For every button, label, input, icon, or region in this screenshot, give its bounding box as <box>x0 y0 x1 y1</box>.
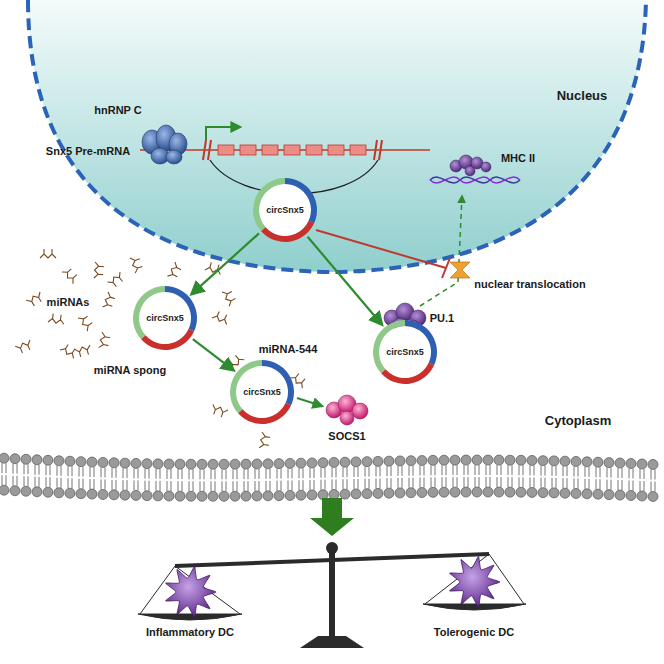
mirna-strand <box>60 342 78 358</box>
part-label: nuclear translocation <box>474 278 585 290</box>
nuclear-pore-channel <box>450 262 470 278</box>
mhc-ii-dna <box>430 177 520 183</box>
part-label: miRNAs <box>47 296 90 308</box>
mirna-strand <box>99 332 111 350</box>
part-label: miRNA-544 <box>259 343 318 355</box>
bound-mirna <box>210 405 228 419</box>
mirna-strand <box>62 266 79 284</box>
nuclear-envelope <box>28 0 646 272</box>
hnrnp-c-protein <box>142 125 187 164</box>
exons <box>218 145 366 155</box>
circrna-circle: circSnx5 <box>372 319 438 385</box>
bound-mirna <box>259 432 271 449</box>
region-label: Nucleus <box>557 88 608 103</box>
part-label: hnRNP C <box>94 104 141 116</box>
cell-membrane <box>0 453 658 501</box>
part-label: MHC II <box>501 152 535 164</box>
mirna-strand <box>78 313 95 331</box>
green-arrow <box>308 237 382 325</box>
circrna-circle: circSnx5 <box>229 359 295 425</box>
socs1-protein <box>326 395 368 425</box>
mirna-strand <box>212 310 230 325</box>
circrna-circle: circSnx5 <box>132 285 198 351</box>
circrna-name: circSnx5 <box>372 319 438 385</box>
mirna-strand <box>26 292 44 308</box>
circrna-name: circSnx5 <box>252 177 318 243</box>
region-label: Cytoplasm <box>545 413 611 428</box>
socs1-arrow <box>297 398 322 406</box>
translocation-dashed-arrow <box>420 196 462 306</box>
green-arrow <box>193 339 234 370</box>
green-arrow <box>192 233 259 294</box>
mirna-strand <box>108 272 126 289</box>
part-label: Snx5 Pre-mRNA <box>46 145 130 157</box>
transcription-arrow <box>206 127 240 140</box>
circrna-name: circSnx5 <box>132 285 198 351</box>
part-label: PU.1 <box>430 312 454 324</box>
part-label: miRNA spong <box>94 364 166 376</box>
dendritic-cell <box>166 566 216 617</box>
mirna-strand <box>103 292 117 310</box>
nucleus-region <box>28 0 646 272</box>
mirna-strand <box>94 262 104 279</box>
mirna-strand <box>130 255 144 273</box>
mirna-strand <box>222 288 237 306</box>
mhc-ii-transcription-factors <box>450 155 491 176</box>
circrna-name: circSnx5 <box>229 359 295 425</box>
outcome-arrow <box>310 498 354 536</box>
mirna-strand <box>75 345 93 358</box>
part-label: Inflammatory DC <box>146 626 234 638</box>
part-label: Tolerogenic DC <box>434 626 514 638</box>
balance-scale <box>138 542 526 648</box>
splice-sites <box>203 140 382 160</box>
mirna-strand <box>167 262 182 280</box>
mirna-strand <box>40 249 56 258</box>
mirna-strand <box>15 340 33 355</box>
dendritic-cells <box>166 556 500 617</box>
part-label: SOCS1 <box>328 430 365 442</box>
dendritic-cell <box>450 556 500 607</box>
mirna-strand <box>48 313 65 324</box>
circrna-circle: circSnx5 <box>252 177 318 243</box>
